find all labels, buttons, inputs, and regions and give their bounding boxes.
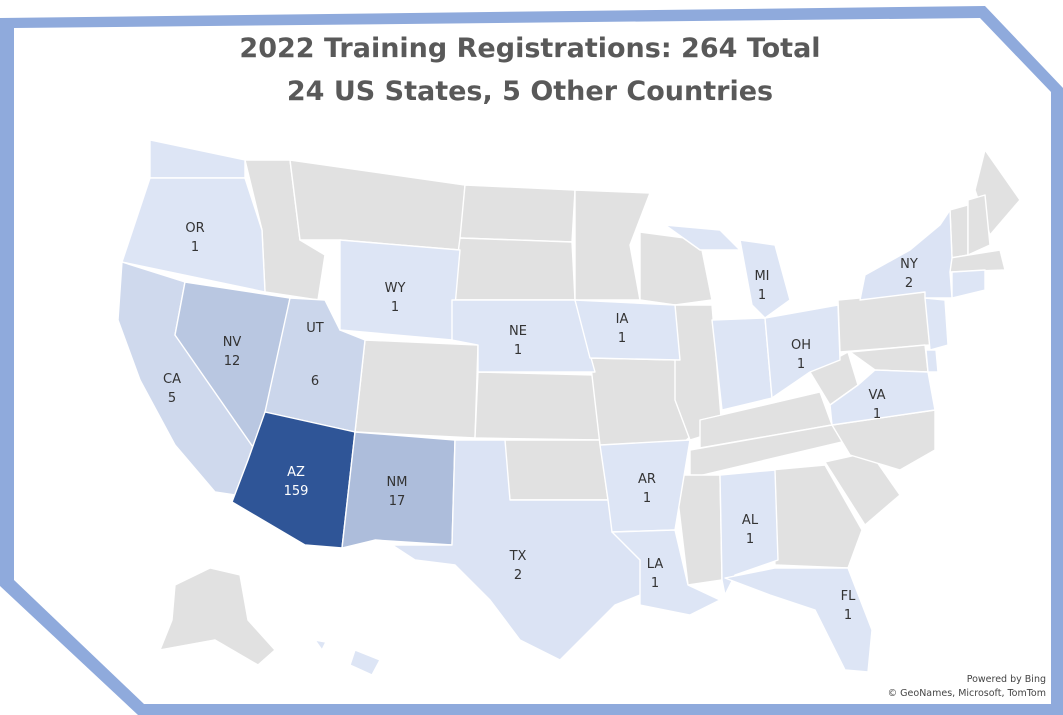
state-label-ia: IA xyxy=(616,312,629,327)
state-value-az: 159 xyxy=(284,484,309,499)
state-la[interactable] xyxy=(611,529,721,616)
state-label-ar: AR xyxy=(638,472,656,487)
state-de[interactable] xyxy=(925,349,939,373)
credit-sources: © GeoNames, Microsoft, TomTom xyxy=(888,688,1046,699)
state-value-or: 1 xyxy=(191,240,199,255)
state-value-ny: 2 xyxy=(905,276,913,291)
state-labels: OR 1 WY 1 NV 12 UT 6 CA 5 NE 1 IA 1 MI 1… xyxy=(163,221,918,623)
state-label-az: AZ xyxy=(287,465,305,480)
state-value-oh: 1 xyxy=(797,357,805,372)
state-fl[interactable] xyxy=(724,567,873,673)
state-value-la: 1 xyxy=(651,576,659,591)
credit-powered-by: Powered by Bing xyxy=(967,674,1046,685)
state-value-tx: 2 xyxy=(514,568,522,583)
state-label-ne: NE xyxy=(509,324,527,339)
state-ak[interactable] xyxy=(159,567,276,666)
state-label-or: OR xyxy=(185,221,204,236)
state-value-ca: 5 xyxy=(168,391,176,406)
state-co[interactable] xyxy=(354,339,479,439)
state-ks[interactable] xyxy=(474,371,601,441)
state-nm[interactable] xyxy=(341,431,456,549)
state-value-ne: 1 xyxy=(514,343,522,358)
state-nj[interactable] xyxy=(924,297,949,351)
state-in[interactable] xyxy=(711,317,773,411)
state-al[interactable] xyxy=(719,469,779,596)
state-ny[interactable] xyxy=(859,209,953,301)
state-label-nm: NM xyxy=(387,475,408,490)
state-label-ca: CA xyxy=(163,372,181,387)
title-line-1: 2022 Training Registrations: 264 Total xyxy=(239,33,820,64)
state-va[interactable] xyxy=(829,369,936,426)
state-label-ut: UT xyxy=(306,321,324,336)
state-vt[interactable] xyxy=(949,204,969,259)
state-value-ia: 1 xyxy=(618,331,626,346)
state-pa[interactable] xyxy=(837,291,931,353)
state-value-ut: 6 xyxy=(311,374,319,389)
state-hi[interactable] xyxy=(314,639,381,676)
state-label-wy: WY xyxy=(385,281,406,296)
us-states xyxy=(117,139,1021,676)
state-ia[interactable] xyxy=(574,299,681,361)
state-label-tx: TX xyxy=(509,549,527,564)
state-label-fl: FL xyxy=(841,589,856,604)
state-value-nm: 17 xyxy=(389,494,406,509)
state-label-oh: OH xyxy=(791,338,811,353)
state-nd[interactable] xyxy=(459,184,576,243)
title-line-2: 24 US States, 5 Other Countries xyxy=(287,76,773,107)
state-label-nv: NV xyxy=(223,335,242,350)
state-label-ny: NY xyxy=(900,257,918,272)
state-value-nv: 12 xyxy=(224,354,241,369)
state-value-wy: 1 xyxy=(391,300,399,315)
state-value-al: 1 xyxy=(746,532,754,547)
state-label-la: LA xyxy=(647,557,664,572)
state-label-al: AL xyxy=(742,513,759,528)
state-value-fl: 1 xyxy=(844,608,852,623)
state-label-mi: MI xyxy=(754,269,769,284)
state-mn[interactable] xyxy=(574,189,651,301)
state-tx[interactable] xyxy=(391,439,666,661)
state-value-mi: 1 xyxy=(758,288,766,303)
state-oh[interactable] xyxy=(764,304,841,399)
state-label-va: VA xyxy=(869,388,886,403)
state-value-va: 1 xyxy=(873,407,881,422)
state-or[interactable] xyxy=(121,177,266,293)
state-sd[interactable] xyxy=(451,237,576,301)
state-mi[interactable] xyxy=(664,224,791,319)
state-value-ar: 1 xyxy=(643,491,651,506)
state-nh[interactable] xyxy=(967,194,991,256)
